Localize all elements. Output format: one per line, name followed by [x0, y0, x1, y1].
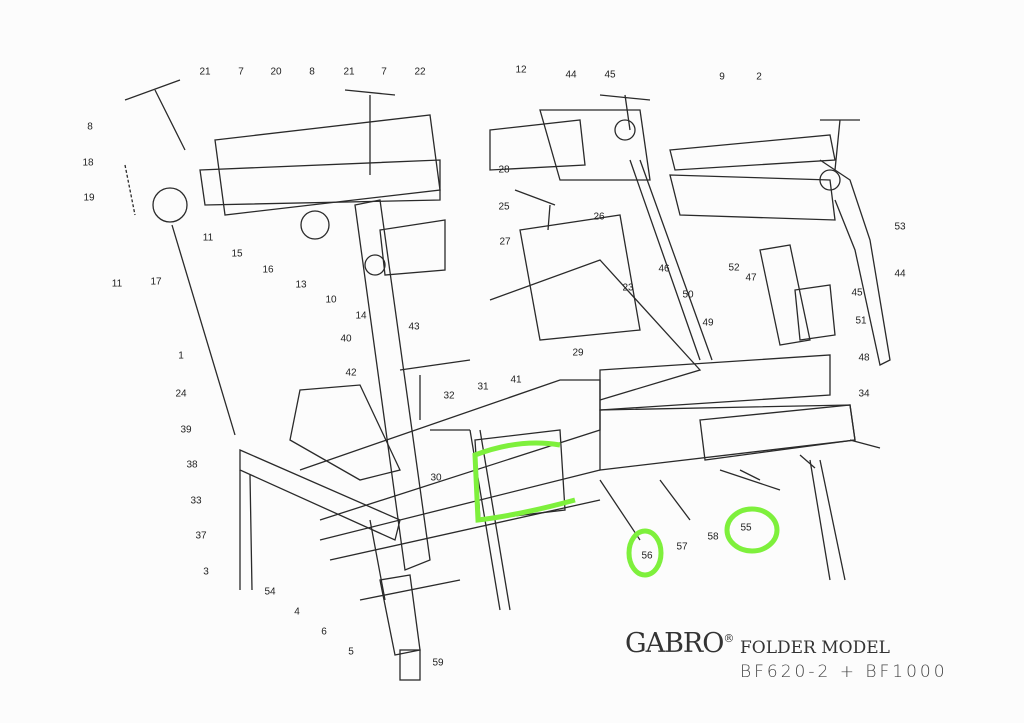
part-label: 5: [348, 646, 354, 658]
part-label: 21: [199, 66, 211, 78]
part-label: 55: [740, 522, 752, 534]
highlight-markups: [472, 440, 780, 578]
part-label: 27: [499, 236, 511, 248]
part-label: 29: [572, 347, 584, 359]
part-label: 10: [325, 294, 337, 306]
part-label: 57: [676, 541, 688, 553]
part-label: 34: [858, 388, 870, 400]
part-label: 38: [186, 459, 198, 471]
part-label: 11: [111, 278, 123, 290]
highlight-circle-55: [724, 506, 780, 554]
part-label: 50: [682, 289, 694, 301]
part-label: 47: [745, 272, 757, 284]
part-label: 56: [641, 550, 653, 562]
part-label: 23: [622, 282, 634, 294]
part-label: 45: [851, 287, 863, 299]
part-label: 20: [270, 66, 282, 78]
right-assembly: [489, 94, 891, 581]
part-label: 16: [262, 264, 274, 276]
part-label: 45: [604, 69, 616, 81]
part-label: 33: [190, 495, 202, 507]
part-label: 51: [855, 315, 867, 327]
part-label: 4: [294, 606, 300, 618]
part-label: 8: [309, 66, 315, 78]
part-label: 52: [728, 262, 740, 274]
part-label: 58: [707, 531, 719, 543]
part-label: 54: [264, 586, 276, 598]
part-label: 7: [381, 66, 387, 78]
part-label: 9: [719, 71, 725, 83]
part-label: 41: [510, 374, 522, 386]
part-label: 31: [477, 381, 489, 393]
part-label: 22: [414, 66, 426, 78]
part-label: 46: [658, 263, 670, 275]
part-label: 18: [82, 157, 94, 169]
part-label: 13: [295, 279, 307, 291]
part-label: 7: [238, 66, 244, 78]
part-label: 49: [702, 317, 714, 329]
part-label: 11: [202, 232, 214, 244]
left-assembly: [124, 79, 601, 681]
brand-title: GABRO®: [625, 628, 734, 659]
part-label: 37: [195, 530, 207, 542]
part-label: 43: [408, 321, 420, 333]
part-label: 30: [430, 472, 442, 484]
part-label: 59: [432, 657, 444, 669]
part-label: 39: [180, 424, 192, 436]
model-numbers: BF620-2 + BF1000: [740, 662, 948, 682]
highlight-bracket: [472, 440, 576, 523]
part-label: 19: [83, 192, 95, 204]
part-label: 3: [203, 566, 209, 578]
part-label: 28: [498, 164, 510, 176]
part-label: 40: [340, 333, 352, 345]
part-label: 53: [894, 221, 906, 233]
part-label: 6: [321, 626, 327, 638]
part-label: 32: [443, 390, 455, 402]
part-label: 15: [231, 248, 243, 260]
part-label: 14: [355, 310, 367, 322]
registered-mark: ®: [723, 632, 734, 645]
part-label: 42: [345, 367, 357, 379]
part-label: 17: [150, 276, 162, 288]
highlight-circle-56: [626, 528, 664, 578]
part-label: 44: [565, 69, 577, 81]
part-label: 2: [756, 71, 762, 83]
part-label: 48: [858, 352, 870, 364]
part-label: 26: [593, 211, 605, 223]
part-label: 25: [498, 201, 510, 213]
brand-name: GABRO: [625, 628, 724, 659]
part-label: 12: [515, 64, 527, 76]
part-label: 44: [894, 268, 906, 280]
subtitle: FOLDER MODEL: [740, 638, 890, 658]
part-label: 21: [343, 66, 355, 78]
part-label: 24: [175, 388, 187, 400]
part-label: 1: [178, 350, 184, 362]
part-label: 8: [87, 121, 93, 133]
